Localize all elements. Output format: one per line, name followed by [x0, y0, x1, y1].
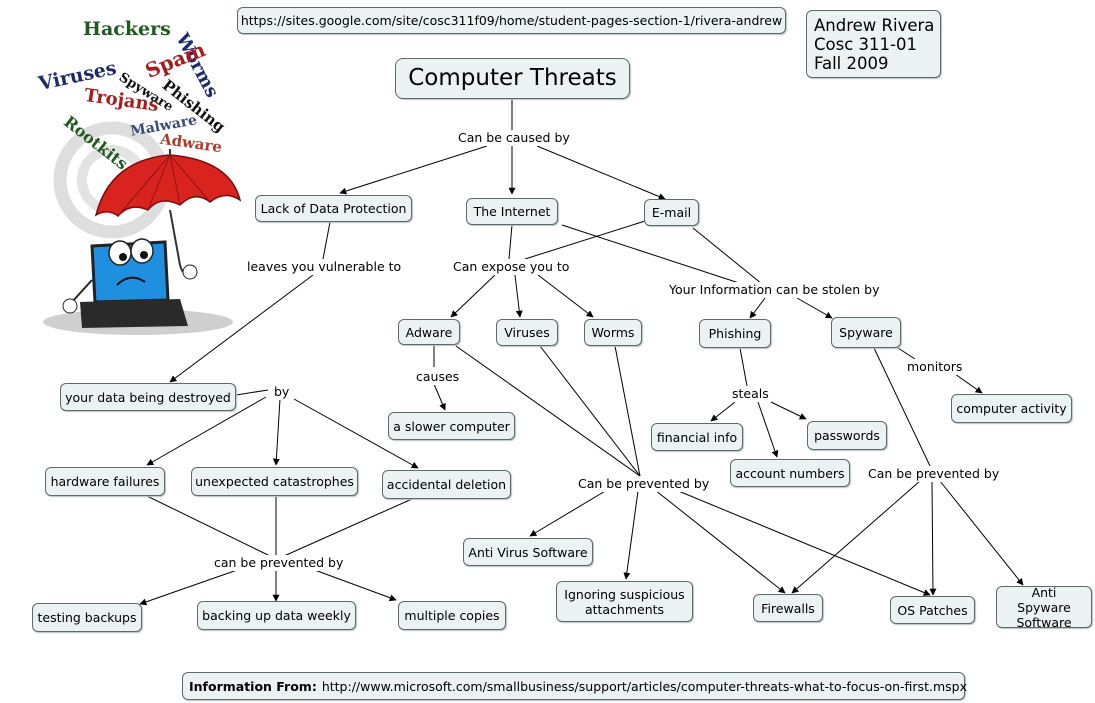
umbrella-computer-icon — [43, 121, 242, 335]
concept-worms: Worms — [584, 319, 642, 346]
author-box: Andrew Rivera Cosc 311-01 Fall 2009 — [806, 10, 941, 78]
concept-passwords: passwords — [807, 421, 887, 450]
term: Fall 2009 — [814, 53, 889, 73]
threats-illustration: Hackers Worms Spam Viruses Spyware Phish… — [30, 10, 255, 340]
concept-spyware: Spyware — [831, 317, 901, 348]
concept-anti-spyware-software: Anti Spyware Software — [996, 585, 1092, 630]
concept-computer-threats: Computer Threats — [395, 58, 630, 99]
concept-anti-virus-software: Anti Virus Software — [463, 538, 593, 566]
link-steals: steals — [730, 386, 771, 402]
concept-firewalls: Firewalls — [753, 594, 823, 622]
link-info-stolen: Your Information can be stolen by — [667, 282, 882, 298]
link-can-expose: Can expose you to — [451, 259, 572, 275]
link-causes: causes — [414, 369, 462, 385]
concept-slower-computer: a slower computer — [388, 412, 515, 440]
concept-the-internet: The Internet — [466, 198, 558, 225]
concept-multiple-copies: multiple copies — [398, 601, 506, 630]
concept-adware: Adware — [398, 319, 460, 345]
concept-data-destroyed: your data being destroyed — [60, 383, 236, 411]
author-name: Andrew Rivera — [814, 15, 935, 35]
link-can-be-prevented-right: Can be prevented by — [866, 466, 1002, 482]
concept-phishing: Phishing — [699, 319, 771, 348]
link-can-be-prevented-mid: Can be prevented by — [576, 476, 712, 492]
link-can-be-caused-by: Can be caused by — [456, 130, 572, 146]
concept-backing-up-weekly: backing up data weekly — [197, 601, 356, 630]
source-url[interactable]: http://www.microsoft.com/smallbusiness/s… — [321, 678, 967, 694]
concept-lack-of-data-protection: Lack of Data Protection — [255, 195, 412, 222]
concept-financial-info: financial info — [651, 423, 743, 451]
site-url[interactable]: https://sites.google.com/site/cosc311f09… — [237, 7, 786, 34]
concept-unexpected-catastrophes: unexpected catastrophes — [191, 467, 358, 496]
concept-account-numbers: account numbers — [730, 459, 850, 487]
concept-ignoring-suspicious-attachments: Ignoring suspicious attachments — [556, 581, 693, 622]
concept-testing-backups: testing backups — [32, 603, 142, 632]
concept-hardware-failures: hardware failures — [45, 467, 165, 496]
link-can-be-prevented-left: can be prevented by — [212, 555, 346, 571]
concept-viruses: Viruses — [496, 319, 558, 346]
source-footer: Information From: http://www.microsoft.c… — [182, 672, 967, 700]
concept-accidental-deletion: accidental deletion — [382, 470, 511, 499]
concept-computer-activity: computer activity — [951, 394, 1072, 423]
concept-os-patches: OS Patches — [890, 596, 975, 624]
link-monitors: monitors — [905, 359, 965, 375]
word-hackers: Hackers — [83, 18, 171, 40]
link-leaves-vulnerable: leaves you vulnerable to — [245, 259, 404, 275]
source-label: Information From: — [189, 678, 317, 694]
concept-email: E-mail — [644, 199, 699, 226]
course-number: Cosc 311-01 — [814, 34, 917, 54]
link-by: by — [272, 384, 292, 400]
